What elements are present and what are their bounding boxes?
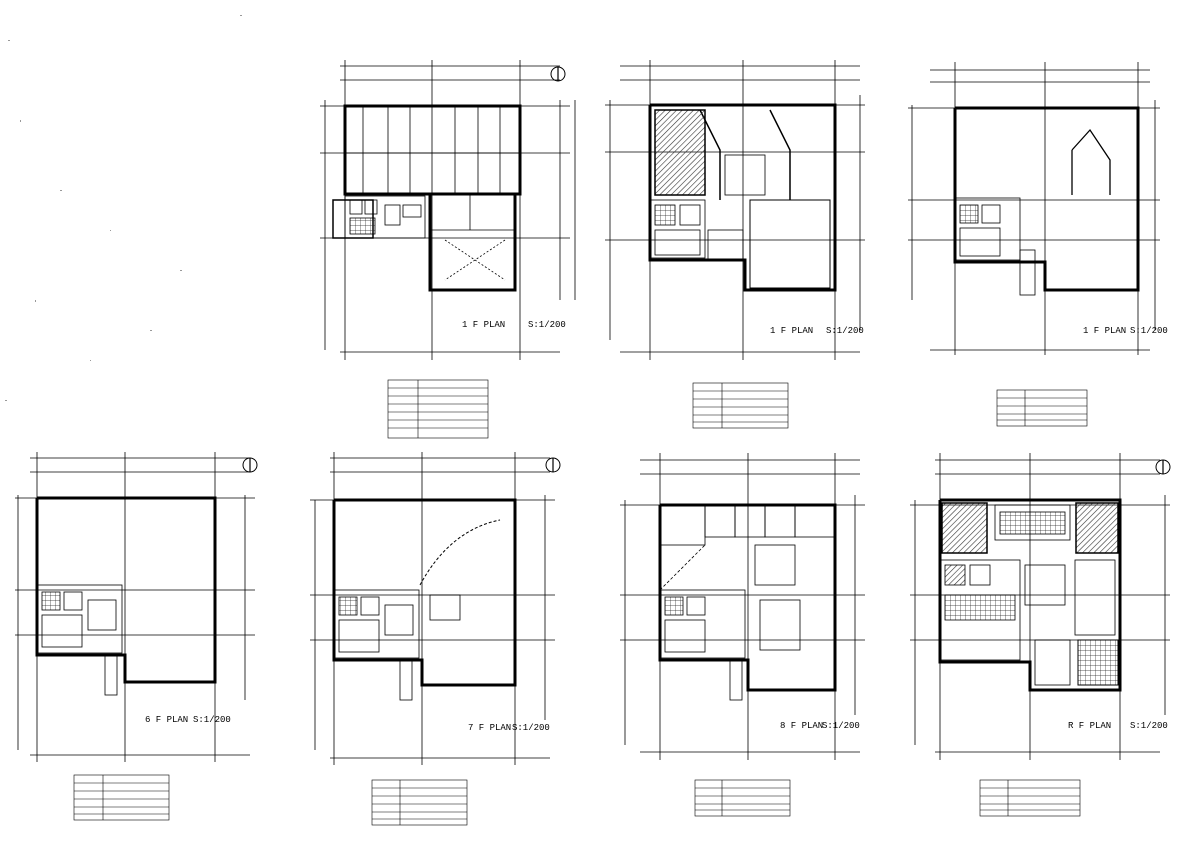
- north-arrow-icon: [1155, 459, 1171, 475]
- plan-title: 8 F PLAN: [780, 721, 823, 731]
- area-table: [371, 779, 468, 826]
- plan-title: 6 F PLAN: [145, 715, 188, 725]
- north-arrow-icon: [545, 457, 561, 473]
- floor-plan: 6 F PLAN S:1/200: [15, 452, 258, 821]
- area-table: [996, 389, 1088, 427]
- north-arrow-icon: [550, 66, 566, 82]
- north-arrow-icon: [242, 457, 258, 473]
- scan-specks: [5, 15, 242, 401]
- floor-plan: 7 F PLAN S:1/200: [310, 452, 561, 826]
- plan-title: 1 F PLAN: [1083, 326, 1126, 336]
- plan-scale: S:1/200: [822, 721, 860, 731]
- plan-scale: S:1/200: [193, 715, 231, 725]
- plan-scale: S:1/200: [1130, 326, 1168, 336]
- plan-scale: S:1/200: [1130, 721, 1168, 731]
- plan-title: 1 F PLAN: [770, 326, 813, 336]
- plan-title: 1 F PLAN: [462, 320, 505, 330]
- plan-scale: S:1/200: [826, 326, 864, 336]
- floor-plan: 1 F PLAN S:1/200: [320, 60, 576, 439]
- floor-plan: 1 F PLAN S:1/200: [605, 60, 865, 429]
- plan-title: R F PLAN: [1068, 721, 1111, 731]
- floor-plan: 8 F PLAN S:1/200: [620, 453, 865, 817]
- floor-plan: R F PLAN S:1/200: [910, 453, 1171, 817]
- plan-scale: S:1/200: [528, 320, 566, 330]
- area-table: [694, 779, 791, 817]
- plan-scale: S:1/200: [512, 723, 550, 733]
- floor-plan: 1 F PLAN S:1/200: [908, 62, 1168, 427]
- plan-title: 7 F PLAN: [468, 723, 511, 733]
- area-table: [692, 382, 789, 429]
- area-table: [387, 379, 489, 439]
- area-table: [73, 774, 170, 821]
- area-table: [979, 779, 1081, 817]
